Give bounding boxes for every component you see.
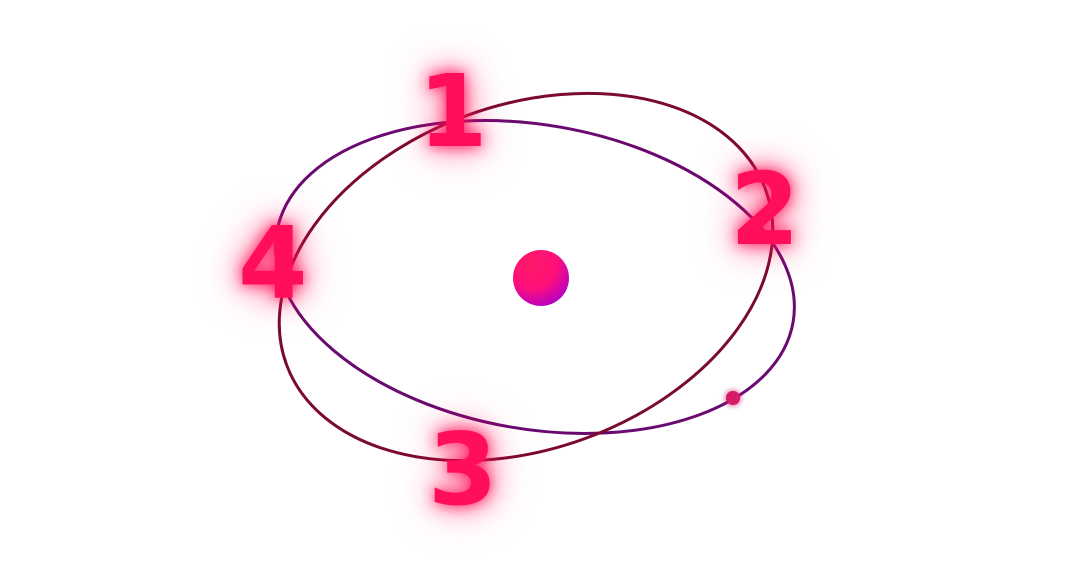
step-2-number: 2 [730,151,800,268]
step-3-number: 3 [428,411,498,528]
step-1-number: 1 [418,53,488,170]
step-4-caption: время [222,324,266,341]
orbit-maroon [277,91,775,463]
orbit-moon [726,391,740,405]
step-3-caption: Р С в [520,468,531,527]
orbit-purple [274,119,796,435]
core-planet [513,250,569,306]
step-2-caption: Э вр в ро [818,168,835,248]
step-4-number: 4 [238,205,308,322]
